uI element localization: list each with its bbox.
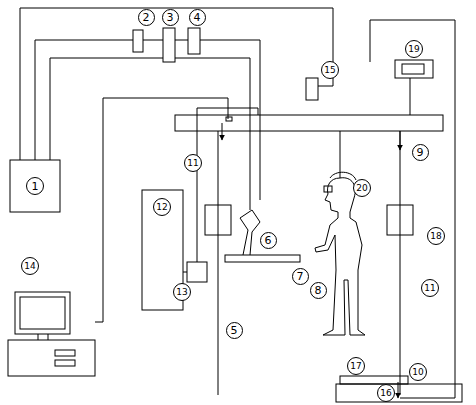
sensor-element	[133, 30, 143, 52]
duct	[370, 20, 455, 398]
sensor-element	[188, 28, 200, 54]
drive-slot	[55, 350, 75, 356]
sensor	[226, 117, 232, 121]
monitor-screen	[20, 297, 65, 329]
callout-number: 17	[347, 357, 365, 375]
callout-number: 8	[310, 282, 327, 299]
sensor-element	[163, 28, 175, 62]
computer-tower	[8, 340, 95, 376]
callout-number: 19	[405, 40, 423, 58]
base-unit	[336, 384, 462, 402]
person	[315, 172, 365, 335]
callout-number: 10	[409, 363, 427, 381]
callout-number: 15	[321, 61, 339, 79]
callout-number: 1	[26, 177, 44, 195]
chamber-wall	[218, 131, 400, 395]
wire	[143, 40, 260, 200]
window	[205, 205, 231, 235]
callout-number: 6	[260, 232, 277, 249]
wire	[183, 272, 187, 273]
callout-number: 7	[292, 268, 309, 285]
callout-number: 12	[153, 198, 171, 216]
control-unit	[10, 160, 60, 212]
monitor	[15, 292, 70, 334]
instrument-box	[187, 262, 207, 282]
lamp-holder	[240, 210, 260, 255]
sensor-element	[306, 78, 318, 100]
callout-number: 11	[421, 279, 439, 297]
drive-slot	[55, 360, 75, 366]
wire	[20, 8, 333, 160]
callout-number: 18	[427, 227, 445, 245]
wire	[340, 131, 341, 178]
callout-number: 5	[226, 322, 243, 339]
fan-unit	[395, 60, 433, 78]
window	[387, 205, 413, 235]
work-table	[225, 255, 300, 262]
callout-number: 2	[138, 9, 155, 26]
wire	[50, 58, 250, 210]
callout-number: 4	[189, 9, 206, 26]
wire	[95, 98, 228, 322]
callout-number: 9	[412, 144, 429, 161]
callout-number: 13	[173, 283, 191, 301]
callout-number: 14	[21, 257, 39, 275]
flow-arrow	[400, 131, 401, 150]
callout-number: 16	[377, 384, 395, 402]
base-plate	[340, 376, 408, 384]
flow-arrow	[222, 123, 223, 140]
wire	[410, 78, 411, 115]
callout-number: 11	[184, 154, 202, 172]
top-beam	[175, 115, 443, 131]
fan-unit	[402, 64, 424, 74]
callout-number: 3	[162, 9, 179, 26]
callout-number: 20	[353, 179, 371, 197]
monitor-stand	[38, 334, 48, 340]
